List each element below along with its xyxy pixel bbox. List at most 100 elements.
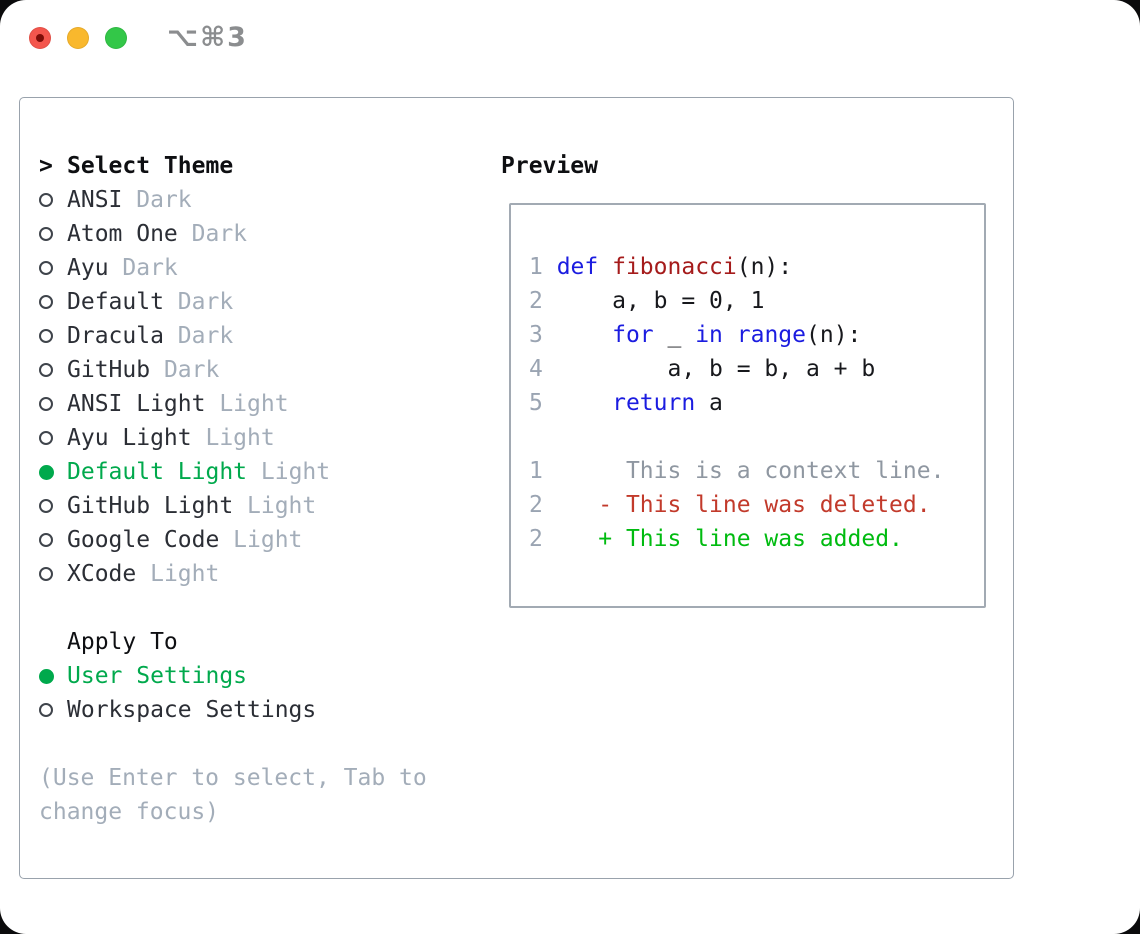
minimize-button[interactable] xyxy=(67,27,89,49)
code-token: range xyxy=(736,322,806,348)
theme-name: GitHub xyxy=(67,357,164,383)
line-number: 2 xyxy=(529,492,557,518)
close-button[interactable] xyxy=(29,27,51,49)
code-token xyxy=(598,254,612,280)
code-token: + This line was added. xyxy=(556,526,903,552)
radio-icon xyxy=(39,329,53,343)
radio-icon xyxy=(39,703,53,717)
theme-name: Dracula xyxy=(67,323,178,349)
code-line: 5 return a xyxy=(529,386,984,420)
theme-option-default[interactable]: Default Dark xyxy=(39,285,427,319)
preview-title: Preview xyxy=(501,153,598,179)
theme-option-github[interactable]: GitHub Dark xyxy=(39,353,427,387)
theme-name: Google Code xyxy=(67,527,234,553)
theme-variant-badge: Light xyxy=(260,459,331,485)
radio-icon xyxy=(39,533,53,547)
line-number: 2 xyxy=(529,526,557,552)
selection-cursor-icon: > xyxy=(39,153,53,179)
hint-line: (Use Enter to select, Tab to xyxy=(39,765,427,791)
code-line: 2 - This line was deleted. xyxy=(529,488,984,522)
theme-option-github-light[interactable]: GitHub Light Light xyxy=(39,489,427,523)
theme-name: ANSI xyxy=(67,187,137,213)
code-token: fibonacci xyxy=(612,254,737,280)
spacer xyxy=(39,591,427,625)
theme-variant-badge: Light xyxy=(150,561,220,587)
line-number: 5 xyxy=(529,390,557,416)
theme-name: Default Light xyxy=(67,459,261,485)
code-token: - This line was deleted. xyxy=(556,492,931,518)
theme-variant-badge: Dark xyxy=(122,255,178,281)
code-token: for xyxy=(612,322,654,348)
spacer xyxy=(39,727,427,761)
apply-option-user-settings[interactable]: User Settings xyxy=(39,659,427,693)
code-token: return xyxy=(612,390,696,416)
theme-variant-badge: Dark xyxy=(177,289,234,315)
theme-name: GitHub Light xyxy=(67,493,248,519)
radio-icon xyxy=(39,499,53,513)
code-token: _ xyxy=(653,322,696,348)
theme-name: Ayu xyxy=(67,255,123,281)
theme-option-atom-one[interactable]: Atom One Dark xyxy=(39,217,427,251)
radio-icon xyxy=(39,227,53,241)
radio-icon xyxy=(39,363,53,377)
theme-option-default-light[interactable]: Default Light Light xyxy=(39,455,427,489)
code-line: 3 for _ in range(n): xyxy=(529,318,984,352)
theme-variant-badge: Dark xyxy=(136,187,192,213)
radio-icon xyxy=(39,261,53,275)
apply-to-header: Apply To xyxy=(39,625,427,659)
theme-variant-badge: Light xyxy=(233,527,303,553)
theme-option-dracula[interactable]: Dracula Dark xyxy=(39,319,427,353)
radio-icon xyxy=(39,567,53,581)
select-theme-header: > Select Theme xyxy=(39,149,427,183)
theme-variant-badge: Light xyxy=(219,391,289,417)
hint-line: change focus) xyxy=(39,799,220,825)
theme-variant-badge: Dark xyxy=(191,221,248,247)
radio-selected-icon xyxy=(39,668,54,684)
code-line xyxy=(529,420,984,454)
theme-name: Ayu Light xyxy=(67,425,206,451)
zoom-button[interactable] xyxy=(105,27,127,49)
code-line: 1 This is a context line. xyxy=(529,454,984,488)
line-number: 3 xyxy=(529,322,557,348)
line-number: 2 xyxy=(529,288,557,314)
code-line: 4 a, b = b, a + b xyxy=(529,352,984,386)
radio-selected-icon xyxy=(39,464,54,480)
code-token: a, b = b, a + b xyxy=(556,356,876,382)
radio-icon xyxy=(39,193,53,207)
close-button-dot-icon xyxy=(36,34,44,42)
code-token: a, b = 0, 1 xyxy=(556,288,765,314)
theme-option-xcode[interactable]: XCode Light xyxy=(39,557,427,591)
theme-option-ayu-light[interactable]: Ayu Light Light xyxy=(39,421,427,455)
apply-option-workspace-settings[interactable]: Workspace Settings xyxy=(39,693,427,727)
code-line: 2 a, b = 0, 1 xyxy=(529,284,984,318)
theme-option-google-code[interactable]: Google Code Light xyxy=(39,523,427,557)
keyboard-hint: (Use Enter to select, Tab to change focus… xyxy=(39,761,427,829)
apply-option-label: Workspace Settings xyxy=(67,697,317,723)
theme-option-ayu[interactable]: Ayu Dark xyxy=(39,251,427,285)
select-theme-title: Select Theme xyxy=(67,153,234,179)
theme-option-ansi[interactable]: ANSI Dark xyxy=(39,183,427,217)
line-number xyxy=(529,424,557,450)
code-token: (n): xyxy=(806,322,862,348)
theme-name: Atom One xyxy=(67,221,192,247)
theme-variant-badge: Light xyxy=(205,425,275,451)
code-token: in xyxy=(695,322,723,348)
code-token xyxy=(723,322,737,348)
theme-option-ansi-light[interactable]: ANSI Light Light xyxy=(39,387,427,421)
theme-variant-badge: Dark xyxy=(177,323,234,349)
line-number: 4 xyxy=(529,356,557,382)
radio-icon xyxy=(39,397,53,411)
code-token xyxy=(557,322,612,348)
theme-variant-badge: Light xyxy=(247,493,317,519)
apply-to-title: Apply To xyxy=(67,629,178,655)
theme-name: XCode xyxy=(67,561,151,587)
theme-name: ANSI Light xyxy=(67,391,220,417)
code-token: def xyxy=(556,254,599,280)
